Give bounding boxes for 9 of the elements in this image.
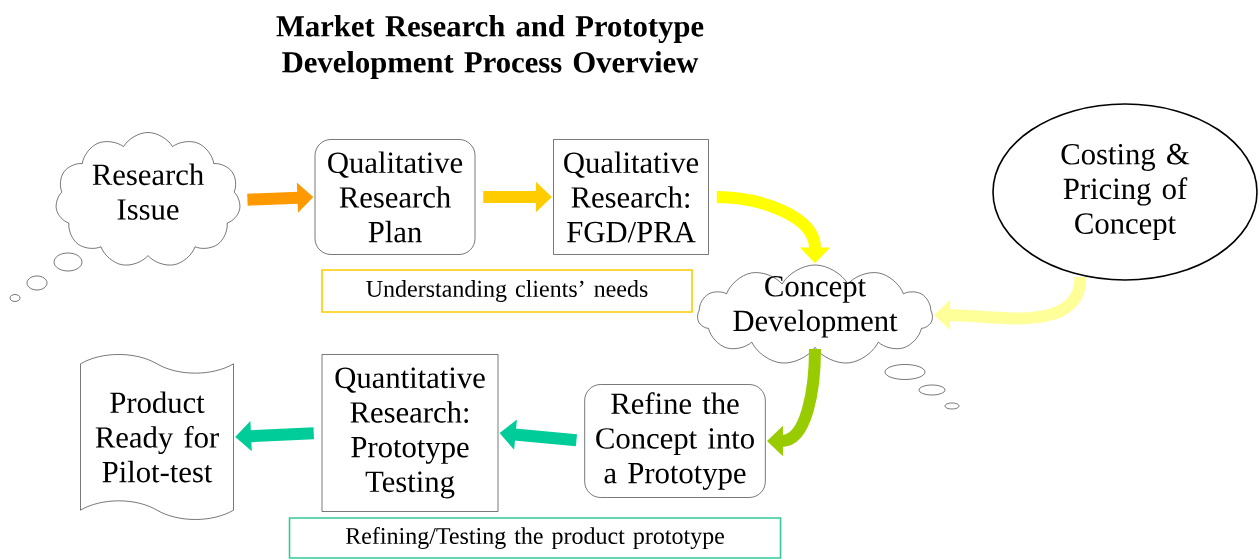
thought-cloud: Research Issue	[55, 132, 241, 266]
note-box: Refining/Testing the product prototype	[288, 517, 782, 559]
thought-cloud: Concept Development	[697, 264, 933, 364]
title: Market Research and Prototype Development Process Overview	[276, 15, 704, 79]
process-box: Quantitative Research: Prototype Testing	[321, 354, 499, 512]
process-box: Qualitative Research: FGD/PRA	[553, 139, 709, 255]
rounded-box: Refine the Concept into a Prototype	[584, 384, 766, 498]
note-box: Understanding clients’ needs	[321, 269, 693, 313]
rounded-box: Qualitative Research Plan	[314, 139, 476, 255]
